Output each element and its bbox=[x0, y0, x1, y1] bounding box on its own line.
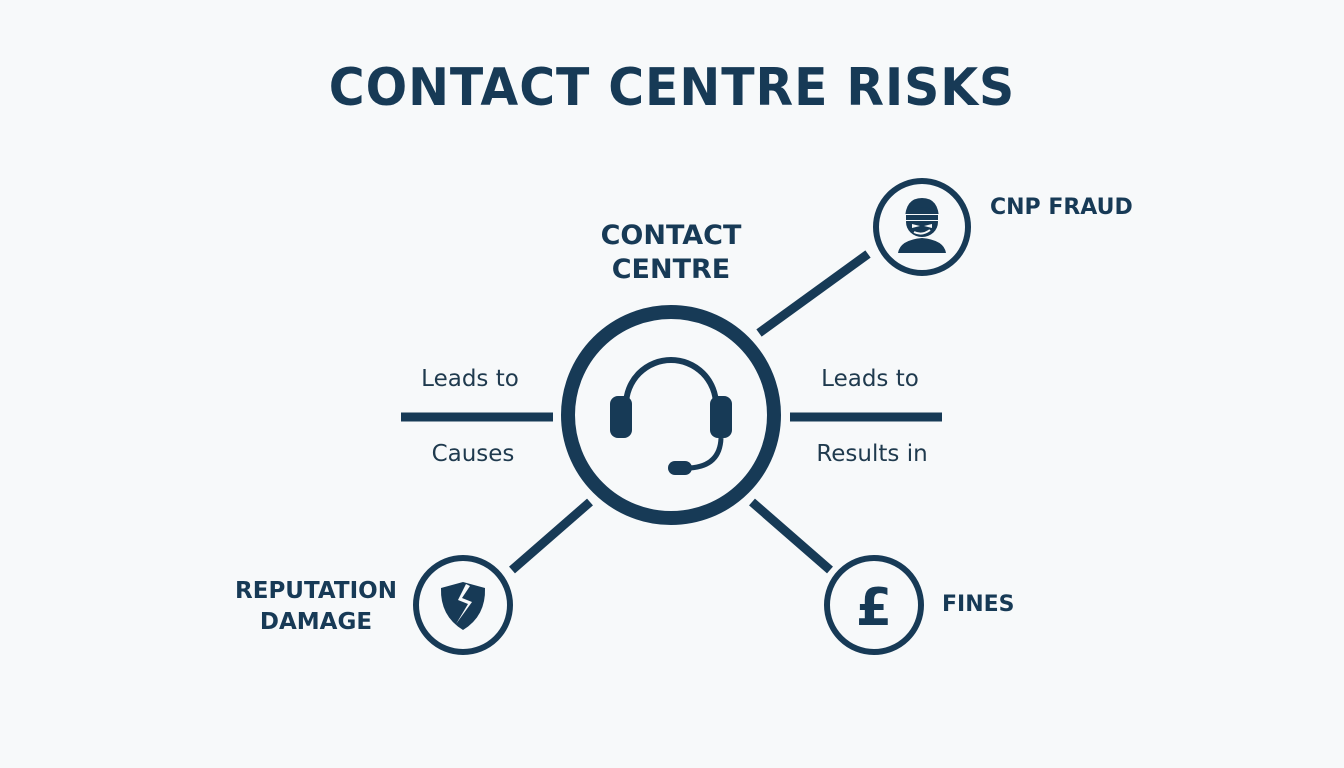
edge-label-right-top: Leads to bbox=[821, 366, 919, 392]
center-node-circle bbox=[561, 305, 781, 525]
center-node-label: CONTACT CENTRE bbox=[561, 219, 781, 287]
fraudster-icon bbox=[898, 198, 946, 253]
page-title: CONTACT CENTRE RISKS bbox=[328, 58, 1016, 118]
reputation-damage-label: REPUTATION DAMAGE bbox=[226, 576, 406, 638]
connector-reputation bbox=[509, 498, 593, 574]
cnp-fraud-label: CNP FRAUD bbox=[990, 195, 1133, 220]
cnp-fraud-circle bbox=[873, 178, 971, 276]
center-label-line1: CONTACT bbox=[600, 220, 742, 251]
reputation-label-line2: DAMAGE bbox=[259, 609, 373, 635]
center-label-line2: CENTRE bbox=[611, 254, 731, 285]
connector-fines bbox=[749, 498, 833, 574]
broken-shield-icon bbox=[440, 582, 486, 630]
reputation-circle bbox=[413, 555, 513, 655]
edge-label-right-bottom: Results in bbox=[816, 441, 928, 467]
edge-label-left-top: Leads to bbox=[421, 366, 519, 392]
reputation-label-line1: REPUTATION bbox=[235, 578, 397, 604]
headset-icon bbox=[610, 357, 732, 475]
pound-sign-icon: £ bbox=[856, 578, 892, 638]
fines-label: FINES bbox=[942, 592, 1015, 617]
connector-cnp-fraud bbox=[756, 250, 871, 337]
edge-label-left-bottom: Causes bbox=[431, 441, 515, 467]
fines-circle bbox=[824, 555, 924, 655]
